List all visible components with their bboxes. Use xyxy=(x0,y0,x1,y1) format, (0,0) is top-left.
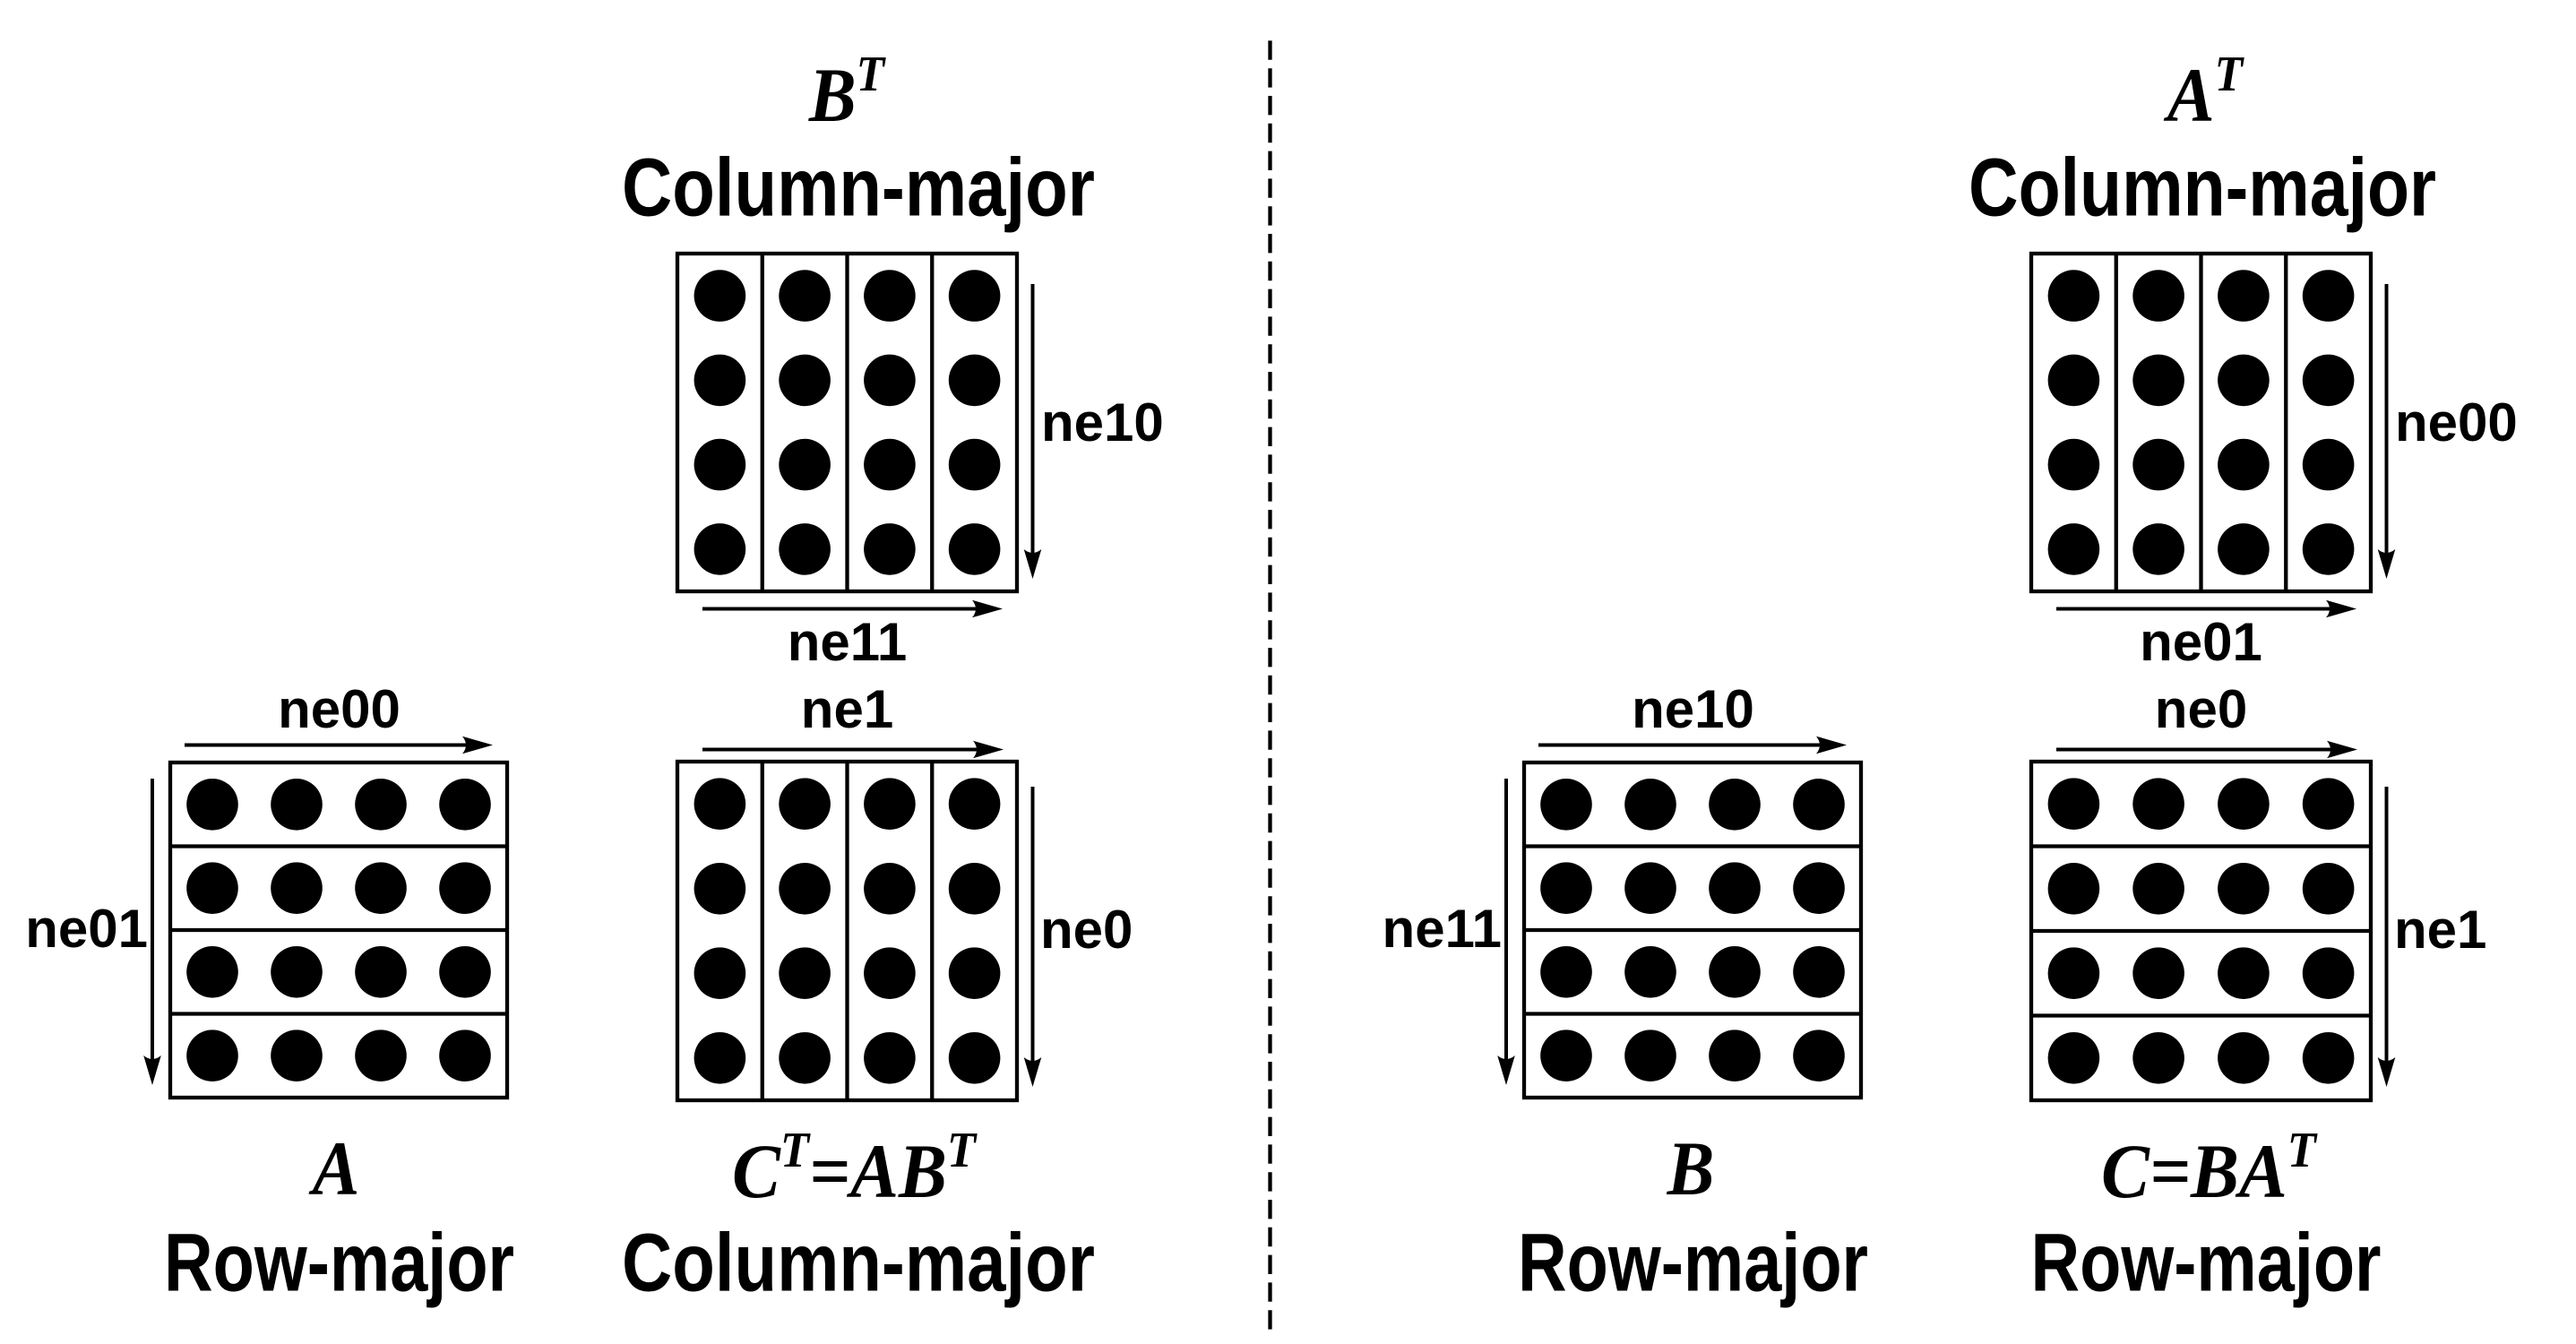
svg-text:ne1: ne1 xyxy=(2394,900,2486,960)
svg-text:CT=ABT: CT=ABT xyxy=(732,1123,978,1215)
svg-text:ne0: ne0 xyxy=(1040,900,1133,960)
svg-text:ne01: ne01 xyxy=(2140,612,2262,672)
svg-text:Row-major: Row-major xyxy=(164,1217,514,1308)
svg-text:Row-major: Row-major xyxy=(2031,1217,2382,1308)
svg-text:ne10: ne10 xyxy=(1041,392,1164,452)
svg-text:B: B xyxy=(1667,1125,1715,1211)
svg-text:C=BAT: C=BAT xyxy=(2101,1123,2318,1215)
svg-text:AT: AT xyxy=(2163,46,2244,138)
svg-text:ne1: ne1 xyxy=(801,679,893,739)
svg-text:ne11: ne11 xyxy=(788,612,907,672)
svg-text:BT: BT xyxy=(808,46,886,138)
svg-text:ne01: ne01 xyxy=(25,899,148,959)
svg-text:A: A xyxy=(308,1125,360,1211)
svg-text:Row-major: Row-major xyxy=(1518,1217,1868,1308)
svg-text:Column-major: Column-major xyxy=(622,142,1095,234)
svg-text:ne00: ne00 xyxy=(2395,392,2518,452)
svg-text:Column-major: Column-major xyxy=(622,1217,1095,1308)
svg-text:Column-major: Column-major xyxy=(1969,142,2436,234)
svg-text:ne10: ne10 xyxy=(1632,679,1754,739)
svg-text:ne11: ne11 xyxy=(1383,899,1502,959)
svg-text:ne0: ne0 xyxy=(2155,679,2247,739)
svg-text:ne00: ne00 xyxy=(278,679,401,739)
